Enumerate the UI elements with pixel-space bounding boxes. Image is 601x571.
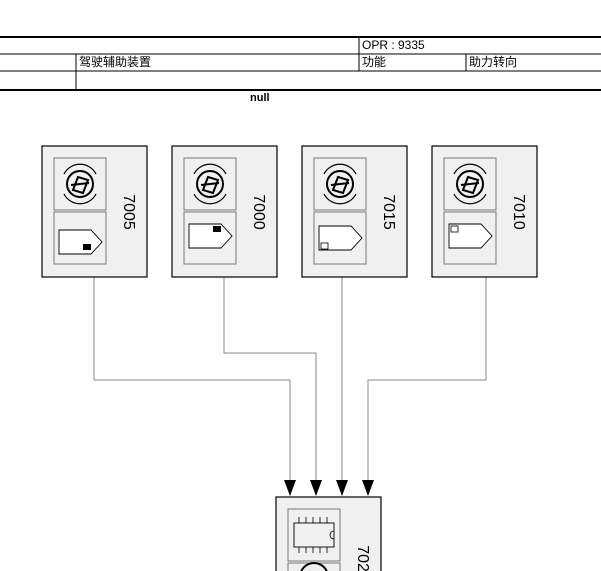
connector-pin-mark (83, 244, 91, 250)
arrow-head (336, 480, 348, 496)
module-7015[interactable]: 7015 (301, 145, 408, 278)
connector-pin-mark (320, 242, 329, 250)
steering-assist-icon (300, 562, 328, 571)
arrow-head (310, 480, 322, 496)
module-code: 7000 (250, 194, 267, 230)
module-code: 7020 (354, 545, 371, 571)
module-7020[interactable]: 7020 (275, 496, 382, 571)
steering-assist-icon (63, 163, 97, 205)
connector-icon (58, 229, 103, 255)
module-code: 7010 (510, 194, 527, 230)
chip-icon-frame (287, 508, 341, 562)
module-code: 7015 (380, 194, 397, 230)
function-label: 功能 (362, 55, 387, 69)
connector-icon (318, 225, 363, 251)
header-table (0, 36, 601, 91)
wire-group (93, 277, 487, 496)
connector-pin-mark (213, 226, 221, 232)
system-name: 驾驶辅助装置 (79, 55, 152, 69)
module-7010[interactable]: 7010 (431, 145, 538, 278)
connector-icon (448, 223, 493, 249)
arrow-head (362, 480, 374, 496)
connector-icon (188, 223, 233, 249)
diagram-caption: null (250, 92, 270, 104)
module-7000[interactable]: 7000 (171, 145, 278, 278)
steering-assist-icon (193, 163, 227, 205)
connector-pin-mark (450, 225, 459, 233)
steering-assist-icon (323, 163, 357, 205)
ecu-chip-icon (293, 517, 335, 553)
module-code: 7005 (120, 194, 137, 230)
opr-label: OPR : 9335 (362, 38, 425, 52)
wire-7005 (93, 277, 291, 480)
ecu-icon-frame (53, 157, 107, 211)
wire-7010 (367, 277, 487, 480)
wire-7000 (223, 277, 317, 480)
function-value: 助力转向 (469, 55, 518, 69)
module-7005[interactable]: 7005 (41, 145, 148, 278)
connector-frame (287, 562, 341, 571)
arrow-head (284, 480, 296, 496)
steering-assist-icon (453, 163, 487, 205)
